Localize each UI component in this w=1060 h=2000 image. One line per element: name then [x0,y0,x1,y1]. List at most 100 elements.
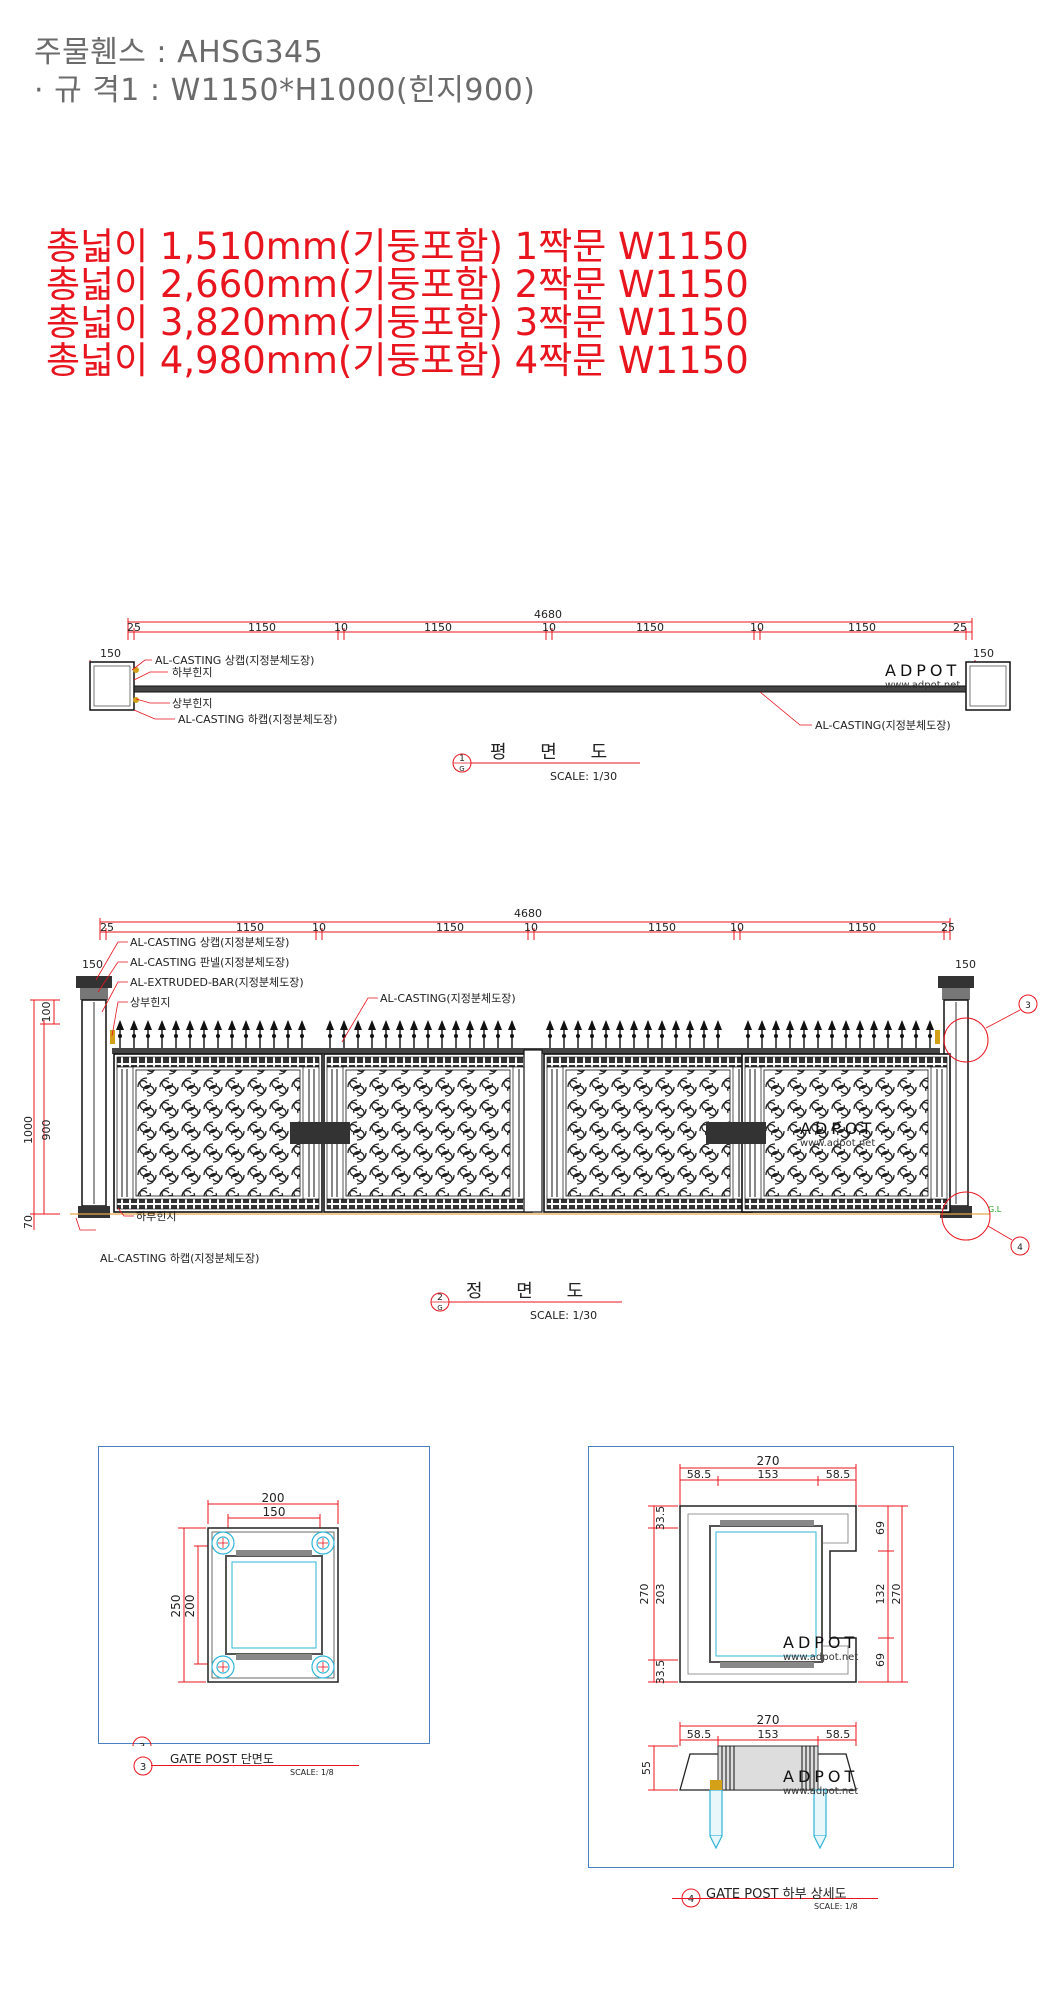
bottom-dim-v2: 203 [654,1584,667,1605]
section-title-line [151,1765,359,1766]
front-post-dim-right: 150 [955,958,976,971]
bottom-dim-vh: 270 [638,1584,651,1605]
front-label-upper-hinge: 상부힌지 [130,996,170,1009]
bottom-scale: SCALE: 1/8 [814,1902,858,1911]
plan-callout-sub: G [459,765,464,773]
front-label-lower-hinge: 하부힌지 [136,1209,176,1223]
plan-label-lower-hinge: 하부힌지 [172,665,212,679]
post-section-drawing: 200 150 250 200 3 [132,1491,339,1746]
plan-seg-8: 1150 [848,621,876,634]
width-note-2: 총넓이 2,660mm(기둥포함) 2짝문 W1150 [46,263,749,306]
front-seg-1: 25 [100,921,114,934]
bottom-dim-270: 270 [757,1454,780,1468]
bottom-callout-num: 4 [688,1894,694,1905]
bottom-dim-b: 153 [758,1468,779,1481]
plan-callout-num: 1 [459,754,465,764]
plan-total-dim: 4680 [534,608,562,621]
width-note-3: 총넓이 3,820mm(기둥포함) 3짝문 W1150 [46,301,749,344]
front-detail-circle-3 [943,1017,989,1063]
plan-seg-3: 10 [334,621,348,634]
bottom-dim-v3: 33.5 [654,1660,667,1685]
section-callout-num: 3 [139,1742,145,1746]
plan-seg-7: 10 [750,621,764,634]
bottom-watermark-brand: ADPOT [783,1633,858,1652]
plan-watermark-brand: ADPOT [885,661,960,680]
bottom-dim-r1: 69 [874,1521,887,1535]
section-scale: SCALE: 1/8 [290,1768,334,1777]
front-height-900: 900 [40,1120,53,1141]
product-title: 주물휀스 : AHSG345 [34,35,324,70]
front-title: 정 면 도 [466,1281,597,1302]
front-scale: SCALE: 1/30 [530,1309,597,1322]
plan-post-dim-left: 150 [100,647,121,660]
front-ground-label: G.L [988,1205,1002,1214]
bottom-watermark-url: www.adpot.net [783,1652,858,1663]
plan-seg-4: 1150 [424,621,452,634]
front-label-bottom-cap: AL-CASTING 하캡(지정분체도장) [100,1251,259,1265]
front-label-top-cap: AL-CASTING 상캡(지정분체도장) [130,936,289,949]
bottom-plan-outline [679,1505,857,1683]
section-dim-200: 200 [262,1491,285,1505]
plan-scale: SCALE: 1/30 [550,770,617,783]
plan-label-upper-hinge: 상부힌지 [172,697,212,710]
plan-seg-6: 1150 [636,621,664,634]
plan-view-drawing: 4680 25 1150 10 1150 10 1150 10 1150 25 … [89,608,1011,783]
front-watermark-brand: ADPOT [800,1119,875,1138]
front-watermark-url: www.adpot.net [800,1138,875,1149]
front-seg-7: 10 [730,921,744,934]
bottom-dim-v1: 33.5 [654,1506,667,1531]
front-detail-ref-4-num: 4 [1017,1243,1023,1253]
plan-title: 평 면 도 [490,742,621,763]
width-note-4: 총넓이 4,980mm(기둥포함) 4짝문 W1150 [46,339,749,382]
section-anchor-bolts [211,1531,335,1679]
plan-label-bottom-cap: AL-CASTING 하캡(지정분체도장) [178,712,337,726]
bottom-dim-ab: 58.5 [687,1728,712,1741]
plan-seg-9: 25 [953,621,967,634]
front-callout-num: 2 [437,1293,443,1303]
bottom-dim-c: 58.5 [826,1468,851,1481]
front-total-dim: 4680 [514,907,542,920]
plan-seg-1: 25 [127,621,141,634]
section-callout-circle [132,1736,152,1746]
plan-seg-5: 10 [542,621,556,634]
plan-label-top-cap: AL-CASTING 상캡(지정분체도장) [155,654,314,667]
plan-right-post [965,661,1011,711]
bottom-dim-a: 58.5 [687,1468,712,1481]
front-detail-ref-4 [1010,1236,1030,1256]
plan-label-casting: AL-CASTING(지정분체도장) [815,719,951,732]
bottom-anchor-bolts [709,1789,827,1850]
plan-fence-line [133,685,967,693]
front-detail-ref-3 [1018,994,1038,1014]
spec-line: · 규 격1 : W1150*H1000(힌지900) [34,73,536,108]
width-note-1: 총넓이 1,510mm(기둥포함) 1짝문 W1150 [46,225,749,268]
front-detail-circle-4 [941,1191,991,1241]
front-seg-6: 1150 [648,921,676,934]
front-seg-5: 10 [524,921,538,934]
post-section-frame [98,1446,430,1744]
front-seg-3: 10 [312,921,326,934]
bottom-dim-rh: 270 [890,1584,903,1605]
section-title: GATE POST 단면도 [170,1752,274,1766]
plan-post-dim-right: 150 [973,647,994,660]
bottom-dim-270b: 270 [757,1713,780,1727]
bottom-title-line [672,1898,878,1899]
front-seg-2: 1150 [236,921,264,934]
bottom-title: GATE POST 하부 상세도 [706,1887,847,1902]
front-seg-4: 1150 [436,921,464,934]
bottom-dim-bb: 153 [758,1728,779,1741]
bottom-dim-55: 55 [640,1761,653,1775]
front-label-bar: AL-EXTRUDED-BAR(지정분체도장) [130,976,304,989]
post-bottom-drawing: 270 58.5 153 58.5 33.5 203 33.5 270 69 1… [638,1454,908,1850]
front-callout-sub: G [437,1304,442,1312]
section-callout-badge: 3 [133,1756,153,1776]
bottom-dim-cb: 58.5 [826,1728,851,1741]
section-dim-200v: 200 [183,1595,197,1618]
bottom-dim-r3: 69 [874,1653,887,1667]
bottom-dim-r2: 132 [874,1584,887,1605]
front-height-1000: 1000 [22,1116,35,1144]
front-seg-8: 1150 [848,921,876,934]
post-bottom-frame [588,1446,954,1868]
front-detail-ref-3-num: 3 [1025,1001,1031,1011]
plan-left-post [89,661,135,711]
front-label-casting: AL-CASTING(지정분체도장) [380,992,516,1005]
